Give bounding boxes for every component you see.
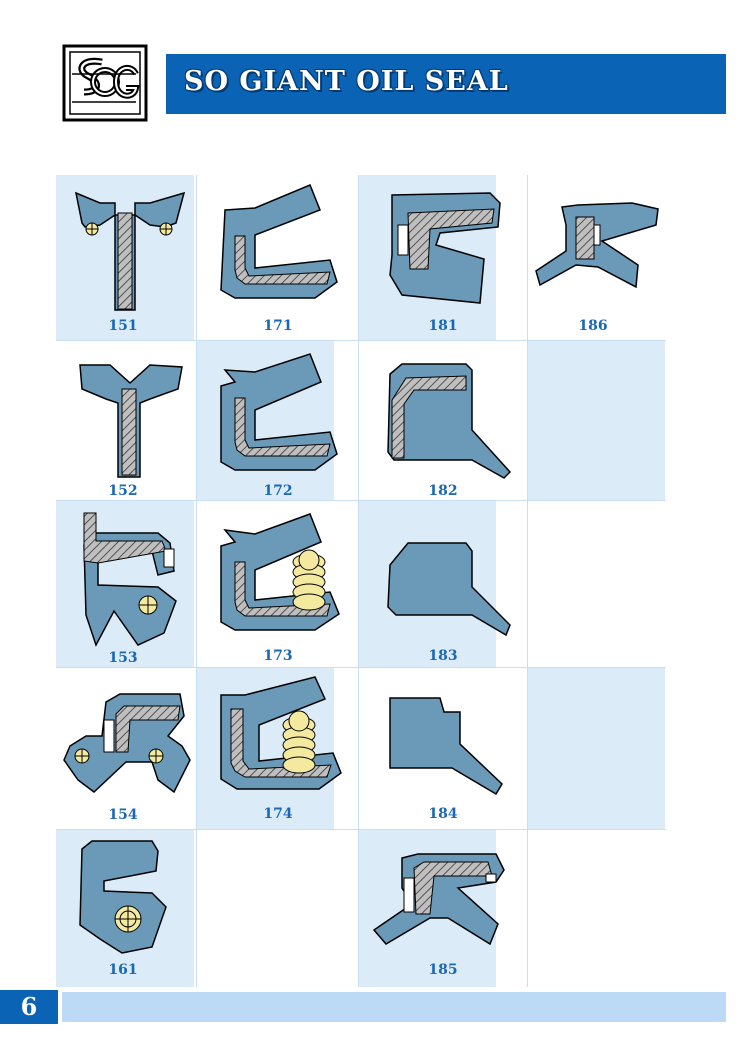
- seal-code-153: 153: [108, 650, 138, 666]
- seal-code-151: 151: [108, 318, 138, 334]
- seal-code-174: 174: [263, 806, 293, 822]
- seal-174-drawing: [220, 676, 342, 790]
- seal-code-181: 181: [428, 318, 458, 334]
- grid-divider: [196, 175, 197, 987]
- grid-divider: [56, 829, 666, 830]
- grid-divider: [527, 175, 528, 987]
- grid-divider: [358, 175, 359, 987]
- footer-bar: [62, 992, 726, 1022]
- seal-171-drawing: [220, 184, 338, 299]
- seal-186-drawing: [535, 202, 659, 289]
- grid-divider: [56, 500, 666, 501]
- seal-185-drawing: [372, 853, 505, 946]
- grid-divider: [56, 667, 666, 668]
- seal-161-drawing: [79, 840, 167, 954]
- seal-153-drawing: [83, 512, 177, 647]
- seal-code-186: 186: [578, 318, 608, 334]
- seal-code-183: 183: [428, 648, 458, 664]
- company-logo: [62, 44, 148, 122]
- seal-173-drawing: [220, 513, 340, 631]
- seal-code-185: 185: [428, 962, 458, 978]
- grid-cell-shade: [527, 340, 665, 500]
- grid-cell-shade: [56, 500, 194, 667]
- seal-152-drawing: [79, 364, 183, 478]
- title-bar: SO GIANT OIL SEAL: [166, 54, 726, 114]
- seal-code-154: 154: [108, 807, 138, 823]
- page-number: 6: [0, 990, 58, 1024]
- page-title: SO GIANT OIL SEAL: [184, 66, 509, 97]
- seal-code-152: 152: [108, 483, 138, 499]
- seal-184-drawing: [389, 697, 503, 796]
- seal-code-173: 173: [263, 648, 293, 664]
- seal-code-172: 172: [263, 483, 293, 499]
- seal-154-drawing: [63, 693, 191, 794]
- seal-code-171: 171: [263, 318, 293, 334]
- seal-code-182: 182: [428, 483, 458, 499]
- grid-divider: [56, 340, 666, 341]
- seal-172-drawing: [220, 353, 338, 471]
- seal-code-184: 184: [428, 806, 458, 822]
- seal-183-drawing: [387, 542, 511, 637]
- seal-151-drawing: [74, 191, 186, 311]
- grid-cell-shade: [527, 667, 665, 829]
- seal-182-drawing: [387, 363, 512, 479]
- seal-code-161: 161: [108, 962, 138, 978]
- seal-181-drawing: [389, 192, 501, 304]
